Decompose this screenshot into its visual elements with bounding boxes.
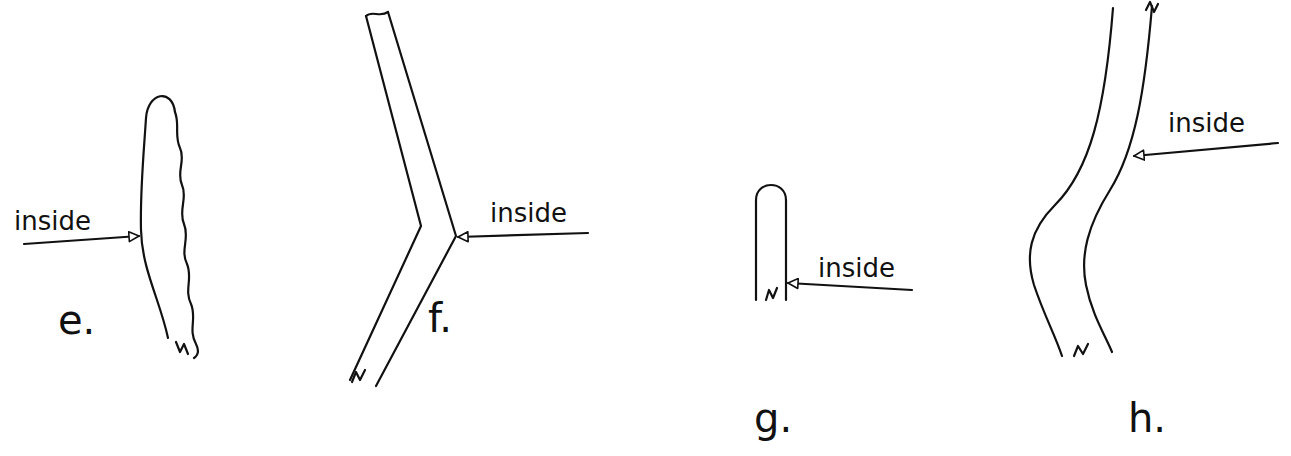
break-mark — [766, 288, 777, 300]
inside-callout: inside — [490, 200, 567, 226]
strip-e-left-edge — [141, 96, 175, 338]
strip-e-right-edge — [175, 112, 198, 358]
figure-letter: e. — [58, 300, 95, 340]
band-h-right-edge — [1084, 6, 1152, 352]
break-mark — [366, 12, 388, 16]
leader-arrow — [1134, 143, 1278, 156]
break-mark — [1074, 344, 1088, 356]
break-mark — [352, 370, 365, 382]
leader-arrow — [24, 236, 139, 244]
band-h — [1030, 2, 1158, 356]
band-h-left-edge — [1030, 8, 1113, 356]
leader-arrow — [788, 283, 912, 290]
figure-letter: h. — [1128, 398, 1166, 438]
stub-g-outline — [756, 185, 786, 300]
inside-callout: inside — [1168, 110, 1245, 136]
stub-g — [756, 185, 786, 300]
inside-callout: inside — [818, 255, 895, 281]
strip-e — [141, 96, 198, 358]
band-f-inner-edge — [350, 16, 421, 380]
inside-callout: inside — [14, 208, 91, 234]
leader-arrow — [458, 233, 588, 237]
figure-letter: g. — [754, 398, 792, 438]
band-f — [350, 12, 456, 386]
break-mark — [1146, 2, 1158, 12]
figure-letter: f. — [428, 298, 452, 338]
break-mark — [176, 342, 188, 354]
band-f-outer-edge — [376, 12, 456, 386]
